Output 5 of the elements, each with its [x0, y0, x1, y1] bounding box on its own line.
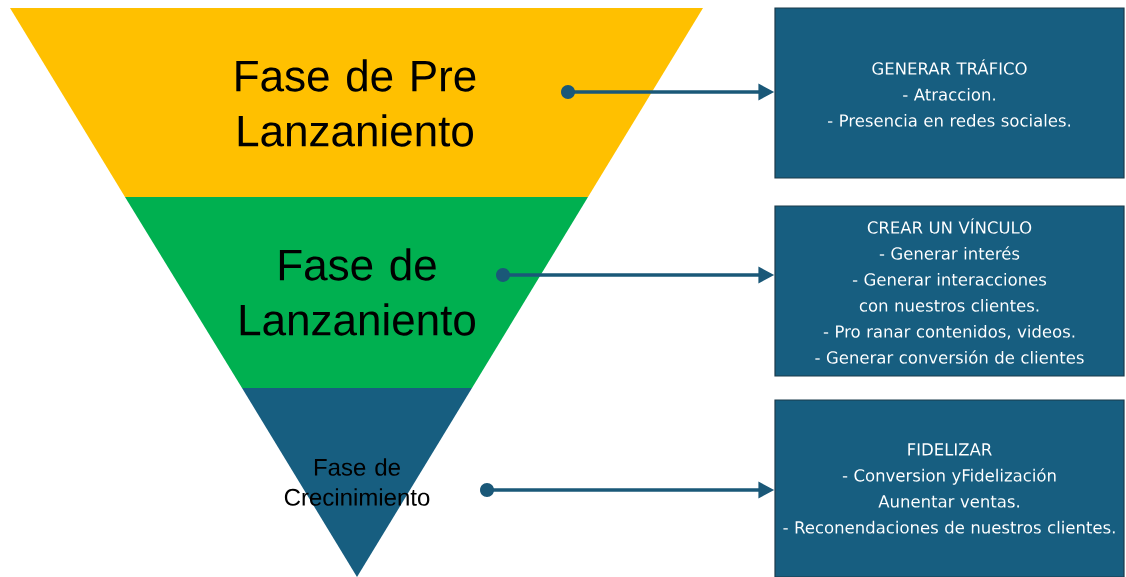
funnel-band: Fase de Pre Lanzaniento: [10, 8, 703, 197]
text-box: GENERAR TRÁFICO - Atraccion. - Presencia en redes sociales.: [774, 7, 1125, 179]
funnel-band: Fase de Lanzaniento: [125, 197, 588, 388]
text-box: FIDELIZAR - Conversion yFidelización Aunentar ventas. - Reconendaciones de nuestros clientes.: [774, 399, 1125, 577]
text-box: CREAR UN VÍNCULO - Generar interés - Generar interacciones con nuestros clientes. - Pro ranar contenidos, videos. - Generar conversión de clientes: [774, 205, 1125, 377]
